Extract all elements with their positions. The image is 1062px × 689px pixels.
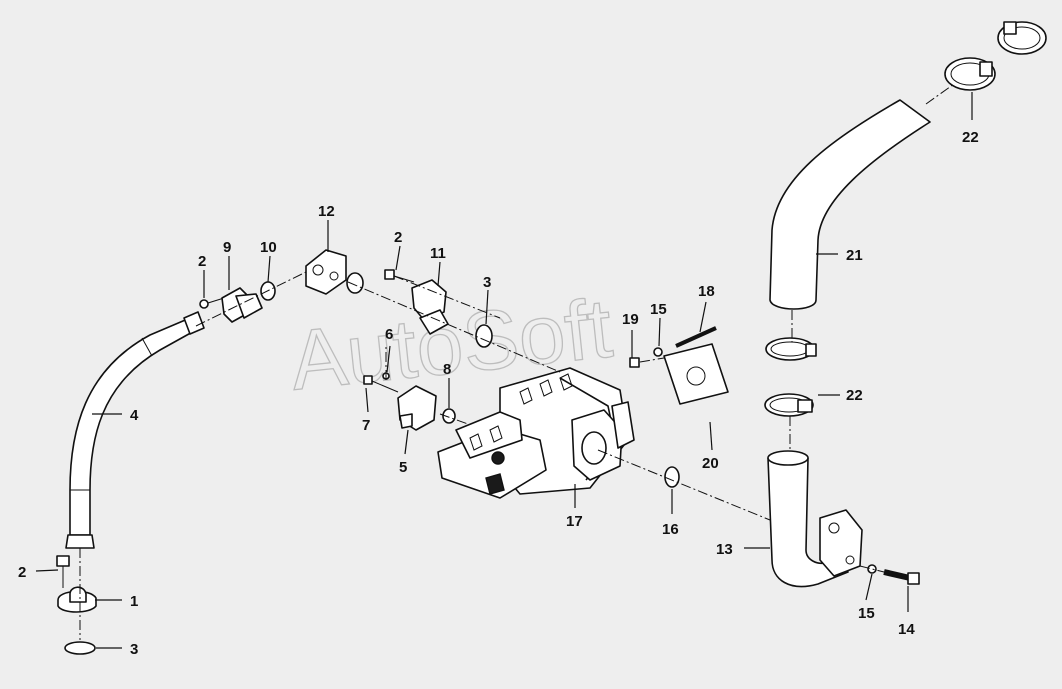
bolt	[199, 297, 225, 309]
callout-22: 22	[846, 387, 863, 404]
callout-1: 1	[130, 593, 138, 610]
o-ring	[64, 641, 96, 655]
suction-hose	[65, 311, 205, 549]
callout-10: 10	[260, 239, 277, 256]
callout-8: 8	[443, 361, 451, 378]
hose-clamp	[764, 393, 814, 417]
bottom-clamp	[57, 586, 97, 613]
callout-16: 16	[662, 521, 679, 538]
callout-3: 3	[130, 641, 138, 658]
o-ring	[475, 324, 493, 348]
hose-clamp	[997, 21, 1047, 55]
bolt	[883, 569, 920, 585]
pressure-pipe	[767, 450, 863, 588]
hose-clamp	[944, 57, 996, 91]
flange	[305, 249, 364, 295]
callout-6: 6	[385, 326, 393, 343]
callouts: 1 2 2 2 3 3 4 5 6 7 8 9 10 11 12 13 14 1…	[18, 129, 979, 658]
callout-4: 4	[130, 407, 139, 424]
flange	[397, 385, 437, 431]
callout-22: 22	[962, 129, 979, 146]
o-ring	[664, 466, 680, 488]
callout-12: 12	[318, 203, 335, 220]
callout-9: 9	[223, 239, 231, 256]
split-flange-half	[221, 287, 263, 323]
callout-13: 13	[716, 541, 733, 558]
callout-11: 11	[430, 245, 446, 262]
washer	[653, 347, 663, 357]
callout-15: 15	[650, 301, 667, 318]
callout-5: 5	[399, 459, 407, 476]
leader-lines	[35, 92, 973, 649]
callout-2: 2	[198, 253, 206, 270]
o-ring	[442, 408, 456, 424]
callout-2: 2	[394, 229, 402, 246]
callout-17: 17	[566, 513, 583, 530]
callout-3: 3	[483, 274, 491, 291]
callout-7: 7	[362, 417, 370, 434]
nut	[629, 357, 640, 368]
washer	[867, 564, 877, 574]
bolt	[384, 269, 415, 283]
callout-19: 19	[622, 311, 639, 328]
bolt	[675, 326, 717, 348]
callout-2: 2	[18, 564, 26, 581]
callout-18: 18	[698, 283, 715, 300]
bolt	[56, 555, 70, 588]
hydraulic-pump	[437, 367, 635, 499]
gasket	[663, 343, 729, 405]
hose-clamp	[765, 337, 817, 361]
callout-14: 14	[898, 621, 915, 638]
callout-20: 20	[702, 455, 719, 472]
callout-21: 21	[846, 247, 863, 264]
callout-15: 15	[858, 605, 875, 622]
assembly-axis-lines	[79, 83, 955, 640]
return-hose	[769, 99, 931, 310]
